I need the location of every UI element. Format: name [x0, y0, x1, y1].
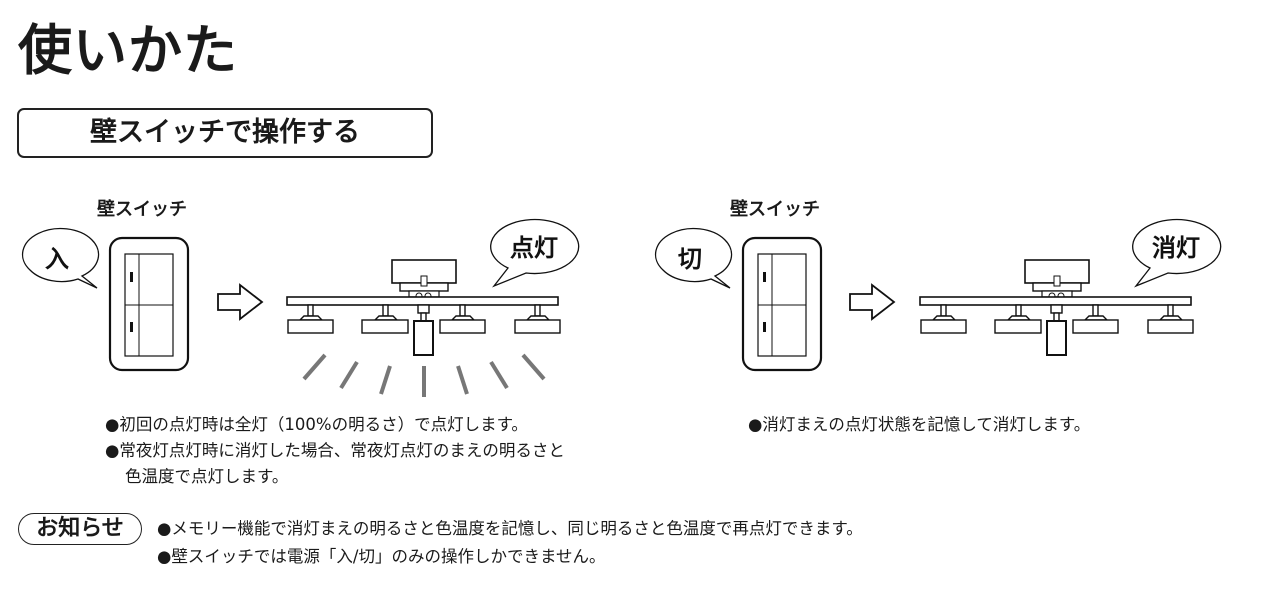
left-light-bubble: 点灯 [490, 218, 580, 288]
right-light-bubble-text: 消灯 [1152, 234, 1200, 262]
right-switch-bubble: 切 [654, 227, 733, 289]
light-rays [302, 353, 546, 397]
left-switch-bubble-text: 入 [45, 245, 69, 273]
right-light-bubble: 消灯 [1132, 218, 1222, 288]
wall-switch-on [108, 236, 190, 372]
info-line-2: ●壁スイッチでは電源「入/切」のみの操作しかできません。 [157, 547, 606, 566]
info-badge: お知らせ [18, 513, 142, 545]
right-arrow-icon [849, 284, 895, 320]
left-light-bubble-text: 点灯 [510, 234, 558, 262]
left-switch-bubble: 入 [21, 227, 100, 289]
section-heading: 壁スイッチで操作する [90, 117, 360, 148]
left-notes: ●初回の点灯時は全灯（100%の明るさ）で点灯します。 ●常夜灯点灯時に消灯した… [105, 412, 565, 490]
section-heading-box: 壁スイッチで操作する [17, 108, 433, 158]
right-note-1: ●消灯まえの点灯状態を記憶して消灯します。 [748, 415, 1091, 434]
right-switch-label: 壁スイッチ [730, 199, 820, 220]
right-notes: ●消灯まえの点灯状態を記憶して消灯します。 [748, 412, 1090, 438]
right-arrow-icon [217, 284, 263, 320]
left-note-2-cont: 色温度で点灯します。 [125, 467, 289, 486]
wall-switch-off [741, 236, 823, 372]
info-notes: ●メモリー機能で消灯まえの明るさと色温度を記憶し、同じ明るさと色温度で再点灯でき… [157, 515, 863, 571]
page-title: 使いかた [18, 19, 238, 82]
left-note-2: ●常夜灯点灯時に消灯した場合、常夜灯点灯のまえの明るさと [105, 441, 565, 460]
info-line-1: ●メモリー機能で消灯まえの明るさと色温度を記憶し、同じ明るさと色温度で再点灯でき… [157, 519, 863, 538]
left-switch-label: 壁スイッチ [97, 199, 187, 220]
left-note-1: ●初回の点灯時は全灯（100%の明るさ）で点灯します。 [105, 415, 528, 434]
right-switch-bubble-text: 切 [678, 245, 702, 273]
